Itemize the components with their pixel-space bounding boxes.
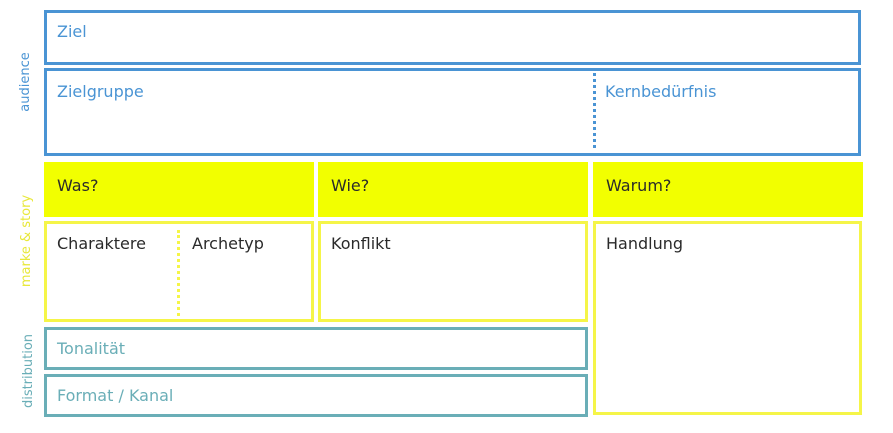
format-kanal-label: Format / Kanal bbox=[57, 386, 174, 405]
konflikt-box bbox=[318, 221, 588, 322]
section-label-distribution: distribution bbox=[21, 333, 36, 409]
section-label-marke-story: marke & story bbox=[19, 194, 34, 288]
konflikt-label: Konflikt bbox=[331, 234, 391, 253]
wie-label: Wie? bbox=[331, 176, 370, 195]
charaktere-archetyp-box bbox=[44, 221, 314, 322]
ziel-label: Ziel bbox=[57, 22, 87, 41]
was-label: Was? bbox=[57, 176, 99, 195]
zielgruppe-box bbox=[44, 68, 861, 156]
section-label-audience: audience bbox=[18, 52, 33, 112]
tonalitaet-label: Tonalität bbox=[57, 339, 126, 358]
charaktere-label: Charaktere bbox=[57, 234, 146, 253]
warum-label: Warum? bbox=[606, 176, 672, 195]
was-header bbox=[44, 162, 314, 217]
archetyp-label: Archetyp bbox=[192, 234, 264, 253]
wie-header bbox=[318, 162, 588, 217]
story-dotted-divider bbox=[177, 230, 180, 316]
kernbeduerfnis-label: Kernbedürfnis bbox=[605, 82, 717, 101]
ziel-box bbox=[44, 10, 861, 65]
tonalitaet-box bbox=[44, 327, 588, 370]
handlung-label: Handlung bbox=[606, 234, 684, 253]
format-kanal-box bbox=[44, 374, 588, 417]
warum-header bbox=[593, 162, 863, 217]
zielgruppe-label: Zielgruppe bbox=[57, 82, 144, 101]
audience-dotted-divider bbox=[593, 73, 596, 148]
handlung-box bbox=[593, 221, 862, 415]
